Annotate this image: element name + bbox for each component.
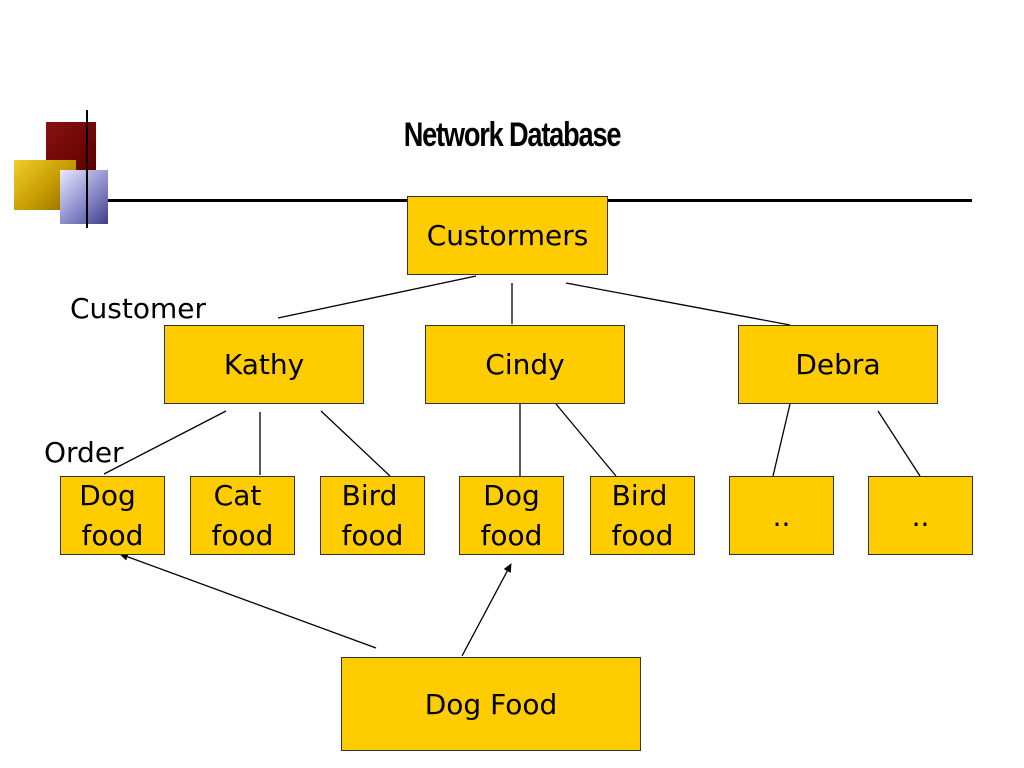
node-order-line1: Bird	[611, 478, 668, 512]
node-order-5: Bird food	[590, 476, 695, 555]
node-order-line1: ..	[911, 500, 930, 533]
node-customer-cindy: Cindy	[425, 325, 625, 404]
link-cindy-order-5	[555, 403, 617, 477]
node-customer-kathy: Kathy	[164, 325, 364, 404]
node-customer-label: Kathy	[223, 348, 305, 381]
arrow-product-to-order-4	[461, 563, 512, 657]
link-root-debra	[565, 282, 791, 326]
node-order-line1: Bird	[341, 478, 398, 512]
level-label-order: Order	[44, 436, 124, 469]
arrow-product-to-order-1	[119, 553, 377, 649]
node-customer-debra: Debra	[738, 325, 938, 404]
node-order-1: Dog food	[60, 476, 165, 555]
node-order-line2: food	[341, 518, 404, 552]
node-order-4: Dog food	[459, 476, 564, 555]
node-order-line2: food	[480, 518, 543, 552]
node-order-line2: food	[611, 518, 674, 552]
link-debra-order-6	[772, 403, 791, 477]
node-product-label: Dog Food	[424, 687, 558, 721]
node-order-7: ..	[868, 476, 973, 555]
link-debra-order-7	[877, 410, 921, 477]
node-order-2: Cat food	[190, 476, 295, 555]
node-order-line2: food	[211, 518, 274, 552]
level-label-customer: Customer	[70, 292, 207, 325]
link-kathy-order-1	[103, 410, 227, 475]
node-order-6: ..	[729, 476, 834, 555]
slide-title: Network Database	[403, 116, 622, 154]
node-order-line1: Dog	[483, 478, 540, 512]
node-order-line1: ..	[772, 500, 791, 533]
link-root-kathy	[277, 275, 477, 319]
node-root: Custormers	[407, 196, 608, 275]
node-customer-label: Debra	[795, 348, 881, 381]
node-order-line1: Cat	[213, 478, 262, 512]
node-product-dog-food: Dog Food	[341, 657, 641, 751]
decor-vertical-rule	[86, 110, 88, 228]
node-customer-label: Cindy	[485, 348, 565, 381]
node-order-line2: food	[81, 518, 144, 552]
node-root-label: Custormers	[426, 219, 589, 252]
node-order-line1: Dog	[79, 478, 136, 512]
node-order-3: Bird food	[320, 476, 425, 555]
decor-blue-square	[60, 170, 108, 224]
link-kathy-order-3	[320, 410, 391, 477]
